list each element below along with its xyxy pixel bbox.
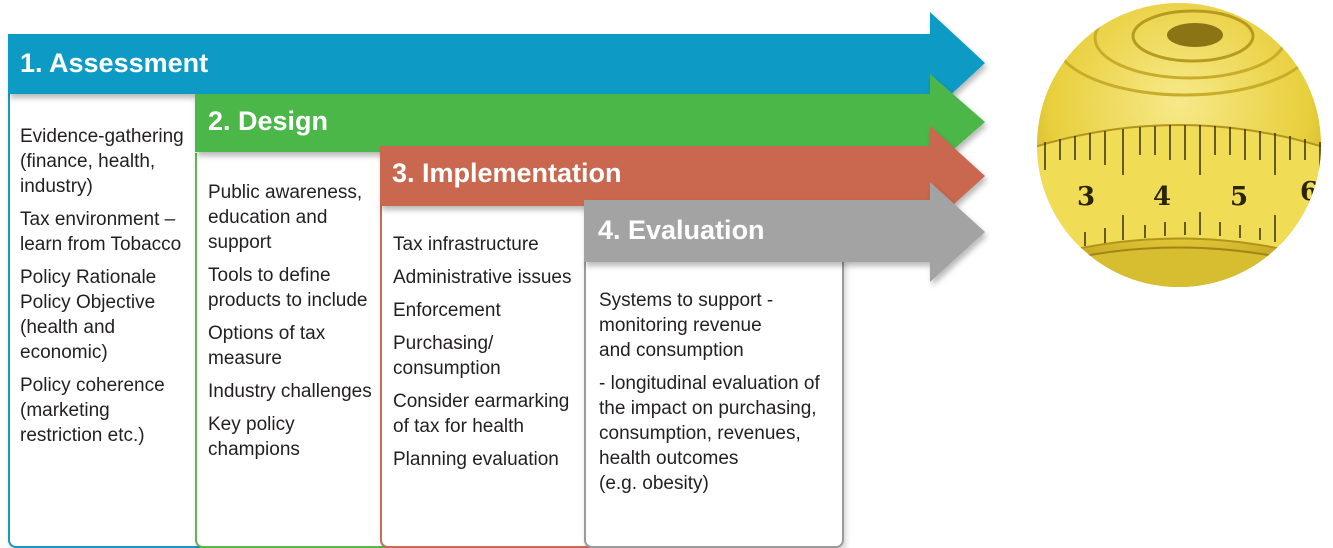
list-item: Evidence-gathering (finance, health, ind… xyxy=(20,126,184,197)
list-item: Public awareness, education and support xyxy=(208,182,363,253)
list-item: Policy coherence (marketing restriction … xyxy=(20,375,165,446)
tape-number: 6 xyxy=(1300,177,1318,207)
list-item: Administrative issues xyxy=(393,267,572,288)
tape-number: 3 xyxy=(1077,182,1095,212)
assessment-arrow xyxy=(8,12,985,114)
list-item: - longitudinal evaluation of the impact … xyxy=(599,373,820,494)
stage-arrows xyxy=(8,12,985,282)
list-item: Options of tax measure xyxy=(208,323,326,369)
list-item: Tax infrastructure xyxy=(393,234,539,255)
list-item: Industry challenges xyxy=(208,381,372,402)
evaluation-items: Systems to support - monitoring revenue … xyxy=(599,288,837,504)
list-item: Planning evaluation xyxy=(393,449,559,470)
list-item: Tools to define products to include xyxy=(208,265,368,311)
tape-number: 5 xyxy=(1230,182,1248,212)
implementation-title: 3. Implementation xyxy=(392,158,622,188)
tape-number: 4 xyxy=(1153,182,1171,212)
evaluation-panel xyxy=(584,258,844,548)
list-item: Consider earmarking of tax for health xyxy=(393,391,570,437)
list-item: Systems to support - monitoring revenue … xyxy=(599,290,774,361)
list-item: Policy Rationale Policy Objective (healt… xyxy=(20,267,157,363)
design-items: Public awareness, education and support … xyxy=(208,180,380,470)
assessment-items: Evidence-gathering (finance, health, ind… xyxy=(20,124,198,456)
measuring-tape-image: 3 4 5 6 xyxy=(1037,3,1321,287)
list-item: Key policy champions xyxy=(208,414,300,460)
list-item: Tax environment – learn from Tobacco xyxy=(20,209,182,255)
list-item: Purchasing/ consumption xyxy=(393,333,501,379)
list-item: Enforcement xyxy=(393,300,501,321)
design-title: 2. Design xyxy=(208,106,329,136)
implementation-items: Tax infrastructure Administrative issues… xyxy=(393,232,578,480)
evaluation-arrow xyxy=(584,182,985,282)
evaluation-title: 4. Evaluation xyxy=(598,215,765,245)
assessment-title: 1. Assessment xyxy=(20,48,209,78)
